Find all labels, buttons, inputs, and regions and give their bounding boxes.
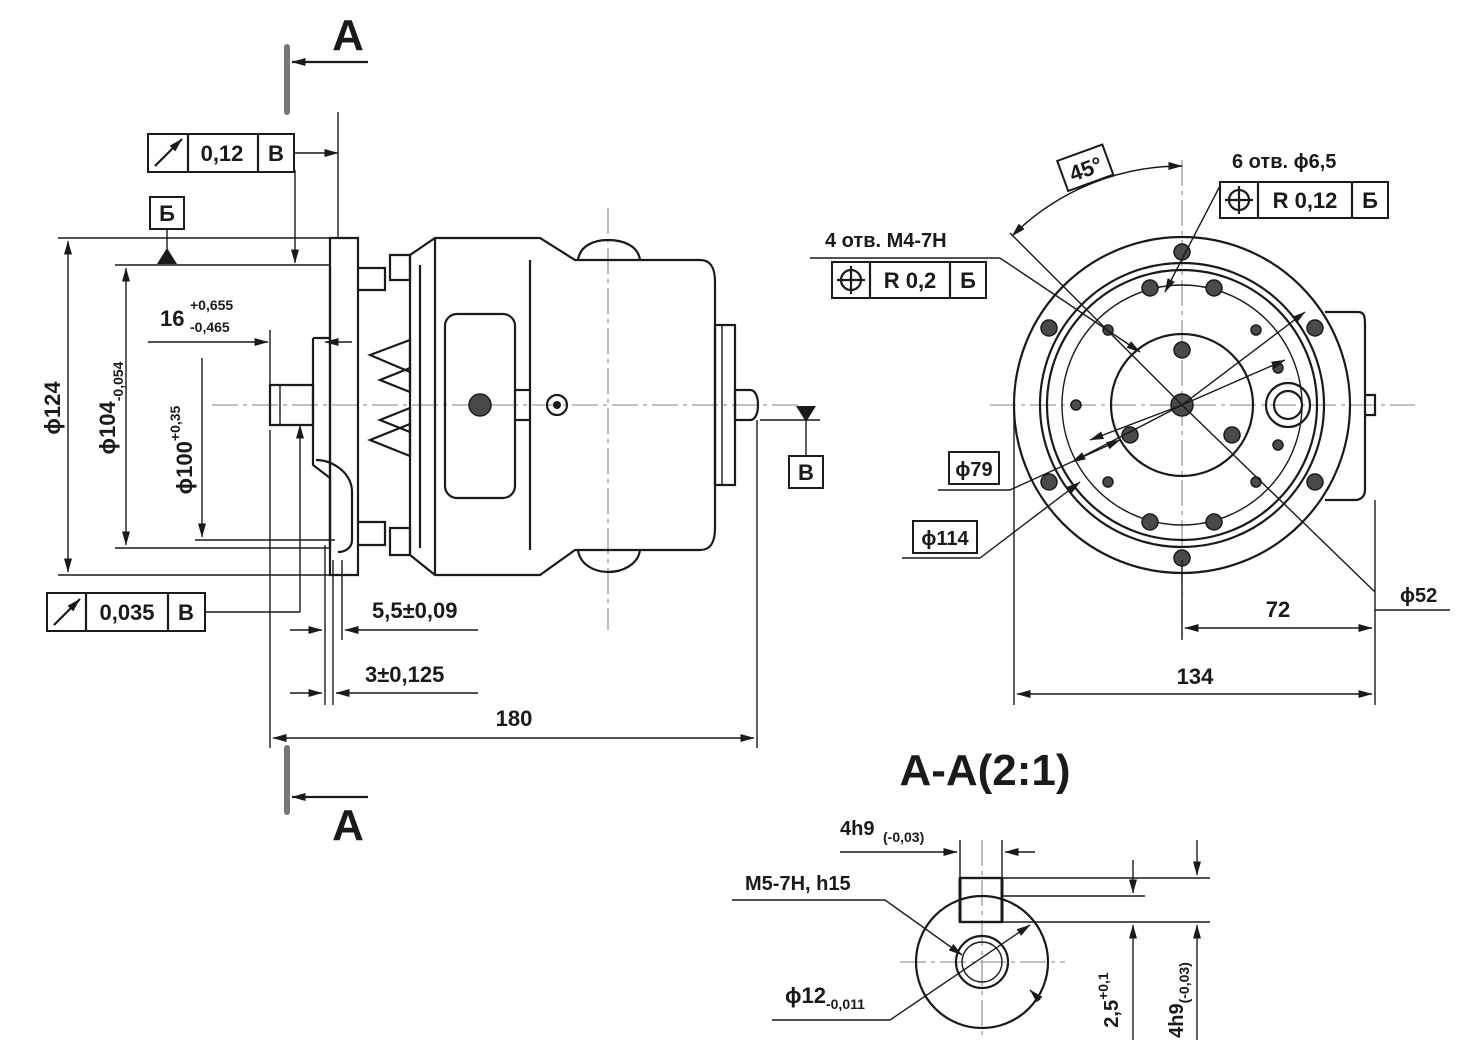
- fcf-runout-top-value: 0,12: [201, 141, 244, 166]
- motor-housing: [408, 236, 717, 577]
- fcf-position-6holes: R 0,12 Б: [1219, 181, 1389, 219]
- drive-shaft-left: [268, 383, 315, 427]
- datum-b-label: Б: [159, 201, 175, 226]
- dim-key-w-tol: (-0,03): [883, 829, 924, 845]
- dim-key-h-tol: (-0,03): [1176, 962, 1192, 1003]
- end-cap-top: [576, 238, 642, 261]
- runout-arrow-icon: [154, 138, 183, 167]
- holes-outer-6: [1040, 243, 1324, 567]
- dim-d100-tol: +0,35: [167, 405, 183, 441]
- svg-text:ϕ124: ϕ124: [40, 381, 65, 435]
- dim-l16-upper: +0,655: [190, 297, 233, 313]
- dim-key-h: 4h9: [1166, 1003, 1188, 1037]
- terminal-box: [1325, 310, 1367, 502]
- dim-key-w: 4h9: [840, 818, 874, 840]
- runout-arrow-icon: [53, 598, 81, 626]
- angle-45-box: 45°: [1055, 143, 1115, 193]
- dim-l3: 3±0,125: [365, 662, 444, 687]
- terminal-window: [443, 312, 517, 500]
- side-view: [212, 208, 800, 630]
- end-cap-bottom: [576, 549, 642, 574]
- dim-l134: 134: [1177, 664, 1214, 689]
- datum-v-label: В: [798, 460, 814, 485]
- mounting-flange: [328, 236, 360, 577]
- svg-text:ϕ104-0,054: ϕ104-0,054: [95, 361, 126, 454]
- section-marker-bottom: А: [284, 745, 368, 850]
- section-letter-bottom: А: [332, 801, 364, 850]
- fcf-runout-bottom: 0,035 В: [46, 592, 206, 632]
- section-marker-top: А: [284, 11, 368, 115]
- shaft-key: [958, 876, 1004, 924]
- position-crosshair-icon: [1225, 186, 1253, 214]
- fcf-runout-bottom-datum: В: [178, 600, 194, 625]
- cooling-fins: [367, 338, 412, 458]
- dim-l72: 72: [1266, 597, 1290, 622]
- label-6holes: 6 отв. ϕ6,5: [1232, 151, 1336, 173]
- dim-depth25: 2,5: [1101, 1000, 1123, 1028]
- dim-d114: ϕ114: [921, 528, 969, 550]
- label-thread: М5-7Н, h15: [745, 873, 851, 895]
- dim-d12: 12: [802, 983, 826, 1008]
- fcf-runout-top-datum: В: [268, 141, 284, 166]
- center-boss: [1109, 332, 1255, 478]
- flange-spigot: [311, 336, 332, 548]
- dim-d12-tol: -0,011: [826, 996, 865, 1012]
- dim-d79: ϕ79: [955, 459, 992, 481]
- fcf-runout-top: 0,12 В: [147, 133, 295, 173]
- dim-l16-lower: -0,465: [190, 319, 230, 335]
- dim-l55: 5,5±0,09: [372, 598, 457, 623]
- dim-d104-tol: -0,054: [110, 361, 126, 401]
- label-4holes: 4 отв. М4-7Н: [825, 230, 947, 252]
- fcf-runout-bottom-value: 0,035: [99, 600, 154, 625]
- svg-text:2,5+0,1: 2,5+0,1: [1095, 972, 1123, 1028]
- section-title: А-А(2:1): [899, 746, 1070, 795]
- fcf-position-4holes: R 0,2 Б: [831, 261, 987, 299]
- drive-shaft-right: [733, 388, 760, 422]
- datum-b-box: [149, 196, 185, 230]
- front-view: 45° 6 отв. ϕ6,5 4 отв. М4-7Н ϕ79 ϕ114 ϕ5…: [810, 143, 1450, 705]
- dim-d100: 100: [172, 441, 197, 478]
- svg-text:ϕ100+0,35: ϕ100+0,35: [167, 405, 197, 494]
- fcf-pos4-datum: Б: [960, 268, 976, 293]
- section-a-a: 4h9 (-0,03) М5-7Н, h15 ϕ12-0,011 2,5+0,1…: [732, 818, 1210, 1040]
- fcf-pos4-value: R 0,2: [884, 268, 937, 293]
- section-letter-top: А: [332, 11, 364, 60]
- dim-l16: 16: [160, 306, 184, 331]
- threaded-hole: [954, 934, 1010, 990]
- shaft-section: [914, 894, 1050, 1030]
- fcf-pos6-value: R 0,12: [1273, 188, 1338, 213]
- svg-text:ϕ12-0,011: ϕ12-0,011: [785, 983, 865, 1012]
- side-view-dimensions: ϕ124 ϕ104-0,054 ϕ100+0,35 16 +0,655 -0,4…: [40, 112, 824, 748]
- datum-v-box: [788, 455, 824, 489]
- fcf-pos6-datum: Б: [1362, 188, 1378, 213]
- dim-d52: ϕ52: [1400, 585, 1437, 607]
- position-crosshair-icon: [837, 266, 865, 294]
- dim-depth25-tol: +0,1: [1095, 972, 1111, 1000]
- dim-d124: 124: [40, 381, 65, 418]
- dim-l180: 180: [496, 706, 533, 731]
- svg-text:4h9(-0,03): 4h9(-0,03): [1166, 962, 1192, 1038]
- dim-d104: 104: [95, 400, 120, 437]
